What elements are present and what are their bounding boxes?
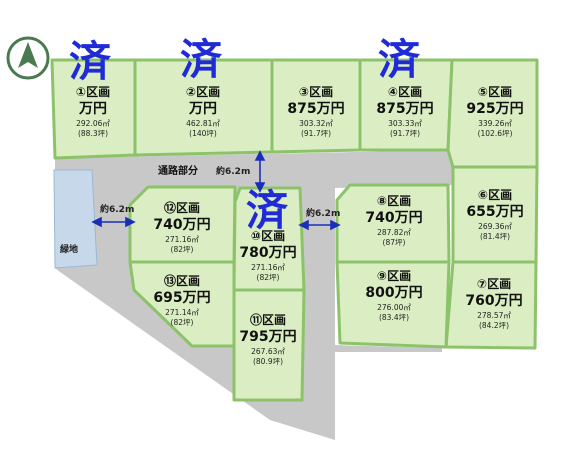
svg-text:303.32㎡: 303.32㎡ — [299, 119, 333, 128]
svg-text:(87坪): (87坪) — [383, 238, 406, 247]
svg-text:②区画: ②区画 — [186, 85, 220, 99]
svg-text:(83.4坪): (83.4坪) — [379, 313, 409, 322]
svg-text:800万円: 800万円 — [365, 285, 422, 301]
svg-text:万円: 万円 — [188, 101, 217, 117]
left-width-label: 約6.2m — [100, 203, 134, 215]
north-compass-icon — [6, 36, 50, 80]
green-area — [53, 169, 98, 269]
lot-text-1: ①区画 万円 292.06㎡ (88.3坪) — [76, 85, 110, 138]
svg-text:271.16㎡: 271.16㎡ — [165, 235, 199, 244]
svg-text:740万円: 740万円 — [365, 210, 422, 226]
lot-text-5: ⑤区画 925万円 339.26㎡ (102.6坪) — [466, 85, 523, 138]
lot-text-12: ⑫区画 740万円 271.16㎡ (82坪) — [153, 200, 210, 254]
lot-text-2: ②区画 万円 462.81㎡ (140坪) — [186, 85, 220, 138]
svg-text:267.63㎡: 267.63㎡ — [251, 347, 285, 356]
svg-text:(91.7坪): (91.7坪) — [301, 129, 331, 138]
svg-text:269.36㎡: 269.36㎡ — [478, 222, 512, 231]
sold-mark-lot-2: 済 — [180, 35, 223, 84]
lot-text-4: ④区画 875万円 303.33㎡ (91.7坪) — [376, 85, 433, 138]
svg-text:⑤区画: ⑤区画 — [478, 85, 512, 99]
svg-text:795万円: 795万円 — [239, 329, 296, 345]
svg-text:⑩区画: ⑩区画 — [251, 229, 285, 243]
svg-text:271.16㎡: 271.16㎡ — [251, 263, 285, 272]
road-label: 通路部分 — [158, 164, 198, 177]
svg-text:⑧区画: ⑧区画 — [377, 194, 411, 208]
svg-text:③区画: ③区画 — [299, 85, 333, 99]
lot-text-11: ⑪区画 795万円 267.63㎡ (80.9坪) — [239, 312, 296, 366]
svg-text:(82坪): (82坪) — [257, 273, 280, 282]
svg-text:④区画: ④区画 — [388, 85, 422, 99]
svg-text:655万円: 655万円 — [466, 204, 523, 220]
lot-text-6: ⑥区画 655万円 269.36㎡ (81.4坪) — [466, 188, 523, 241]
svg-text:271.14㎡: 271.14㎡ — [165, 308, 199, 317]
svg-text:292.06㎡: 292.06㎡ — [76, 119, 110, 128]
svg-text:875万円: 875万円 — [376, 101, 433, 117]
svg-text:万円: 万円 — [78, 101, 107, 117]
svg-text:(82坪): (82坪) — [171, 318, 194, 327]
svg-text:760万円: 760万円 — [465, 293, 522, 309]
sold-mark-lot-10: 済 — [246, 186, 289, 235]
svg-text:⑦区画: ⑦区画 — [477, 277, 511, 291]
svg-text:⑬区画: ⑬区画 — [164, 273, 200, 288]
svg-text:(102.6坪): (102.6坪) — [478, 129, 513, 138]
svg-text:(81.4坪): (81.4坪) — [480, 232, 510, 241]
svg-text:303.33㎡: 303.33㎡ — [388, 119, 422, 128]
top-width-label: 約6.2m — [216, 165, 250, 177]
sold-mark-lot-4: 済 — [378, 35, 421, 84]
lot-text-3: ③区画 875万円 303.32㎡ (91.7坪) — [287, 85, 344, 138]
lot-text-8: ⑧区画 740万円 287.82㎡ (87坪) — [365, 194, 422, 247]
svg-text:925万円: 925万円 — [466, 101, 523, 117]
svg-text:(82坪): (82坪) — [171, 245, 194, 254]
svg-text:(80.9坪): (80.9坪) — [253, 357, 283, 366]
svg-text:462.81㎡: 462.81㎡ — [186, 119, 220, 128]
svg-text:875万円: 875万円 — [287, 101, 344, 117]
svg-text:(91.7坪): (91.7坪) — [390, 129, 420, 138]
lot-11[interactable] — [232, 288, 306, 402]
svg-text:740万円: 740万円 — [153, 217, 210, 233]
svg-text:780万円: 780万円 — [239, 245, 296, 261]
svg-text:695万円: 695万円 — [153, 290, 210, 306]
svg-text:(84.2坪): (84.2坪) — [479, 321, 509, 330]
svg-text:⑪区画: ⑪区画 — [250, 312, 286, 327]
svg-text:①区画: ①区画 — [76, 85, 110, 99]
lot-13[interactable] — [128, 260, 236, 348]
lot-text-13: ⑬区画 695万円 271.14㎡ (82坪) — [153, 273, 210, 327]
right-width-label: 約6.2m — [306, 207, 340, 219]
svg-text:⑥区画: ⑥区画 — [478, 188, 512, 202]
svg-text:278.57㎡: 278.57㎡ — [477, 311, 511, 320]
svg-text:276.00㎡: 276.00㎡ — [377, 303, 411, 312]
svg-text:⑨区画: ⑨区画 — [377, 269, 411, 283]
lot-text-7: ⑦区画 760万円 278.57㎡ (84.2坪) — [465, 277, 522, 330]
svg-text:339.26㎡: 339.26㎡ — [478, 119, 512, 128]
sold-mark-lot-1: 済 — [69, 37, 112, 86]
svg-text:(140坪): (140坪) — [189, 129, 217, 138]
lot-9[interactable] — [335, 260, 451, 349]
svg-text:(88.3坪): (88.3坪) — [78, 129, 108, 138]
green-area-label: 緑地 — [60, 243, 78, 255]
svg-text:287.82㎡: 287.82㎡ — [377, 228, 411, 237]
svg-text:⑫区画: ⑫区画 — [164, 200, 200, 215]
lot-text-9: ⑨区画 800万円 276.00㎡ (83.4坪) — [365, 269, 422, 322]
lot-text-10: ⑩区画 780万円 271.16㎡ (82坪) — [239, 229, 296, 282]
